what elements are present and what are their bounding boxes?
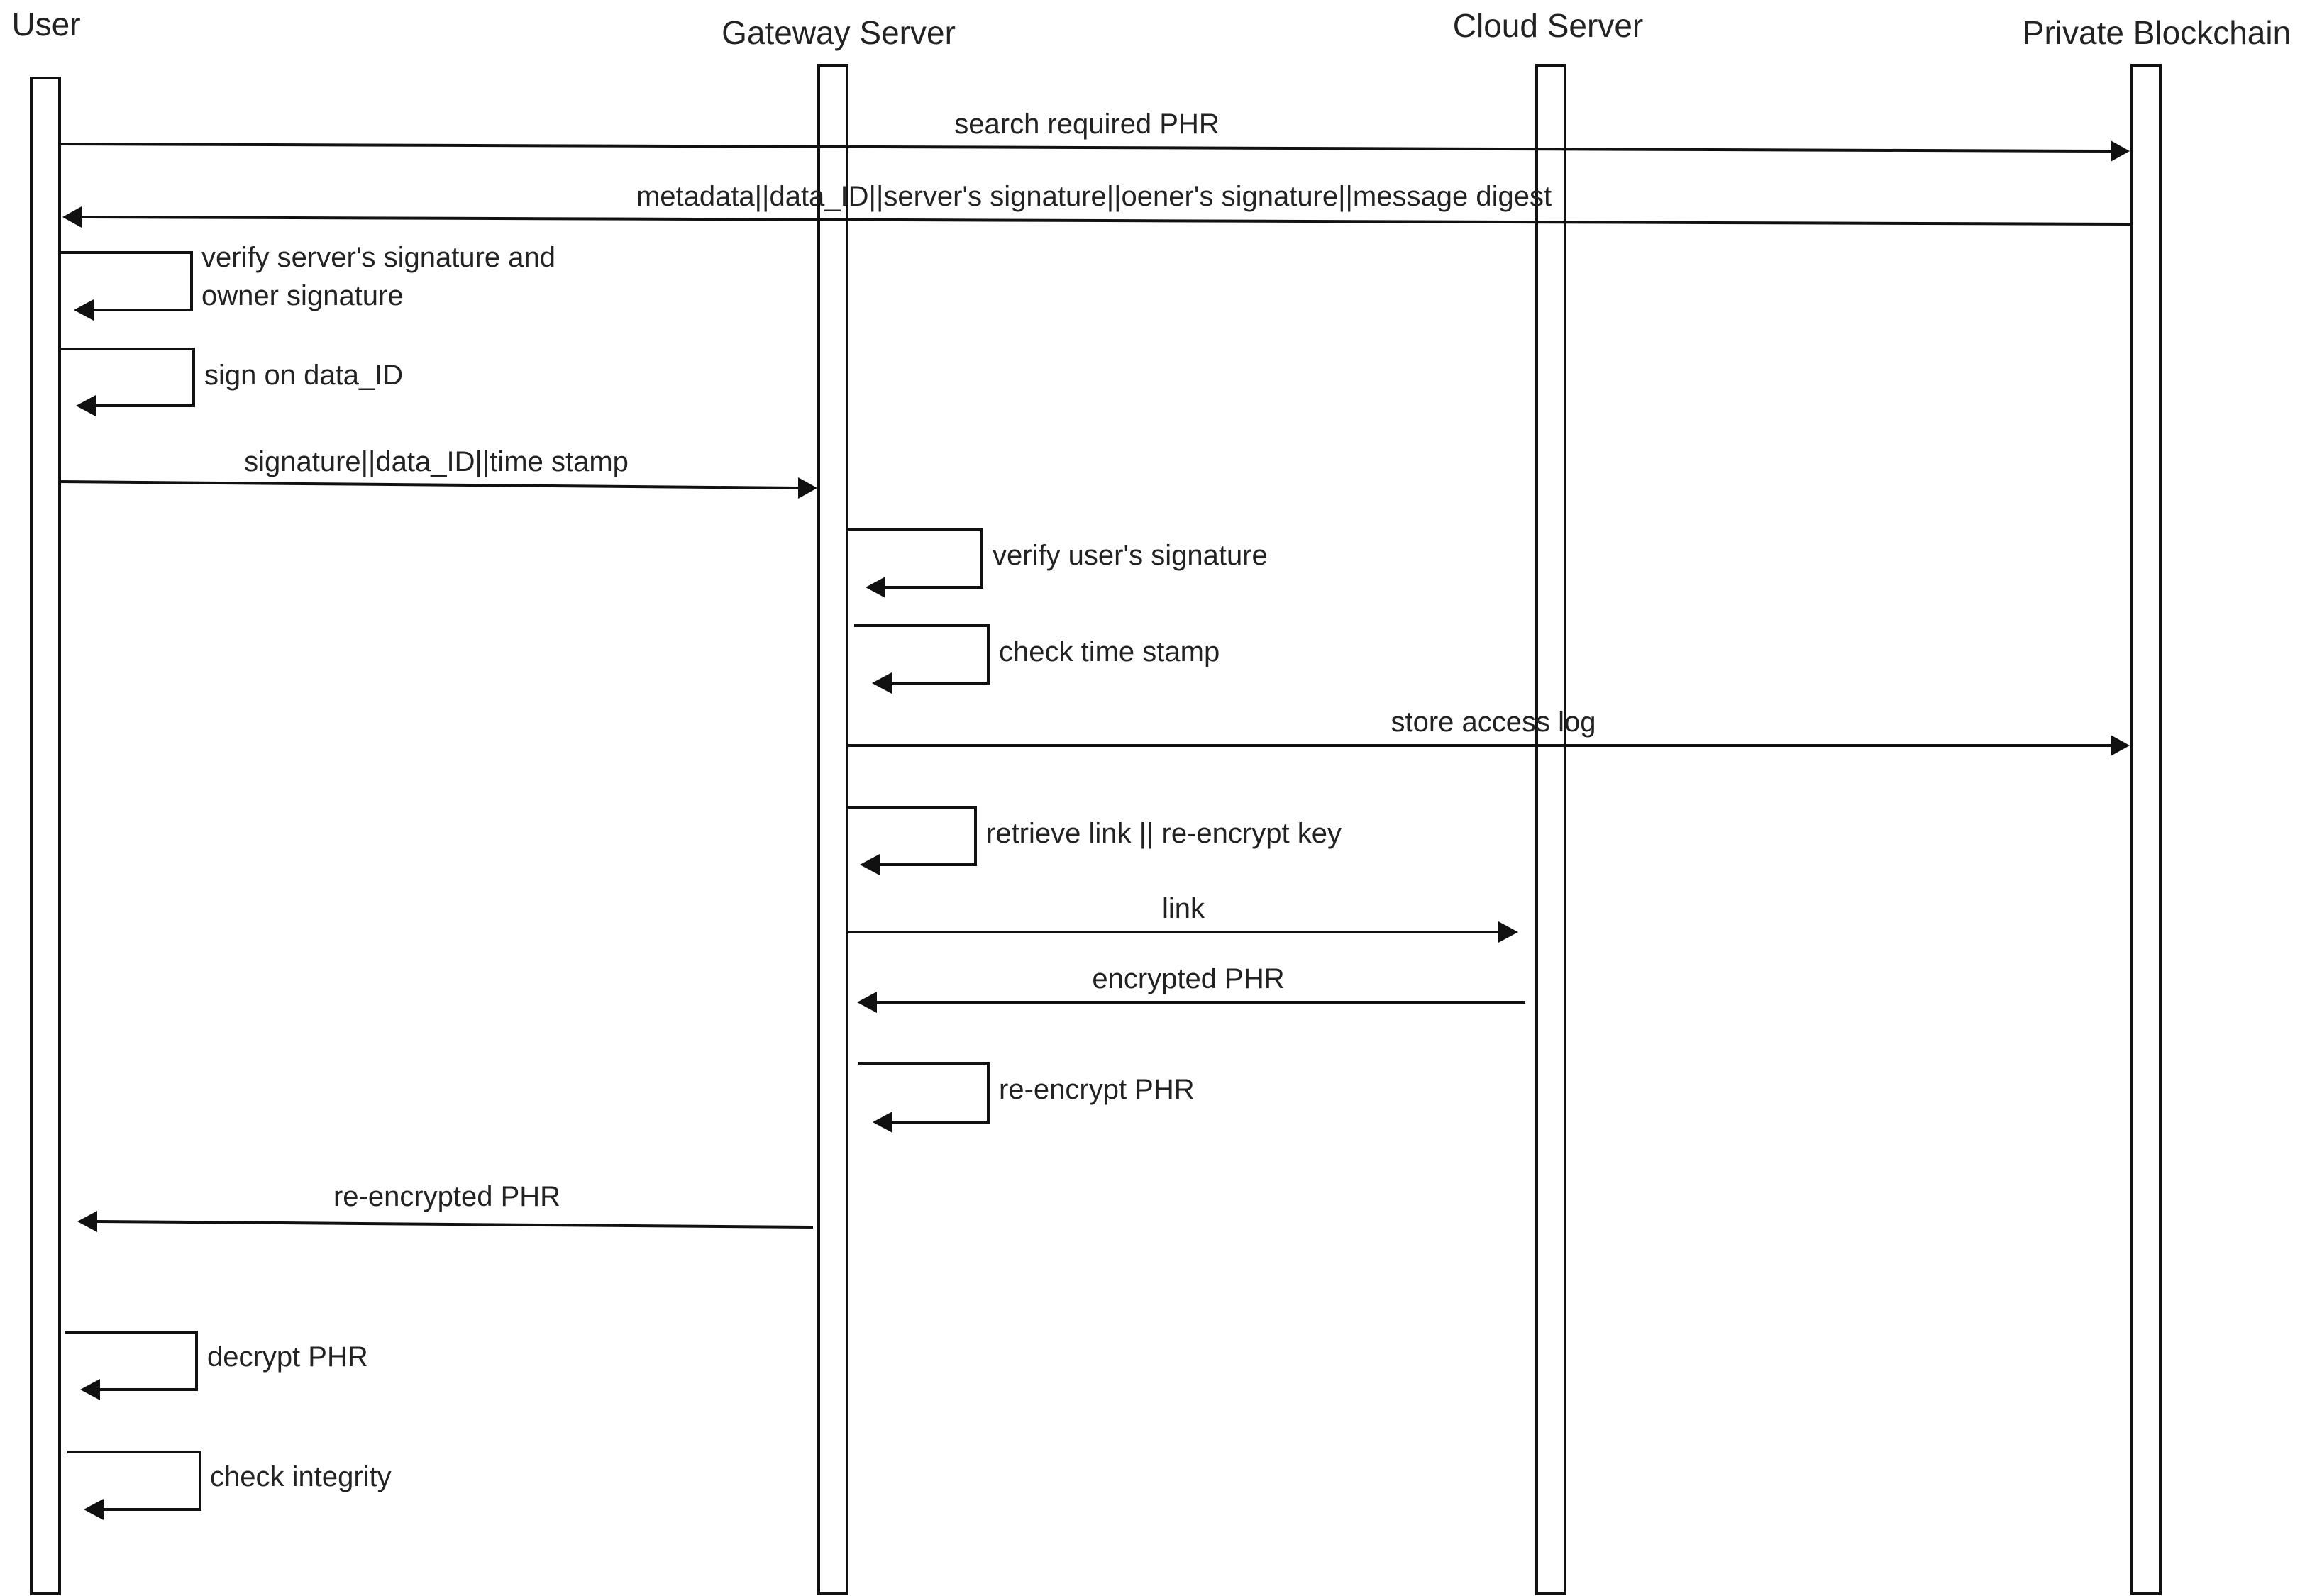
arrowhead-verify-user-signature <box>866 577 885 598</box>
arrowhead-search-required-phr <box>2111 140 2130 162</box>
label-re-encrypt-phr: re-encrypt PHR <box>999 1074 1195 1105</box>
label-verify-signatures-line1: verify server's signature and <box>201 242 555 273</box>
participant-gateway-label: Gateway Server <box>722 14 956 51</box>
label-check-integrity: check integrity <box>210 1461 392 1492</box>
arrowhead-check-integrity <box>84 1499 104 1520</box>
participant-user-label: User <box>11 6 80 43</box>
lifeline-gateway <box>817 64 848 1595</box>
arrow-check-integrity <box>67 1451 201 1511</box>
arrowhead-signature-timestamp <box>798 477 817 499</box>
label-link: link <box>1162 893 1205 924</box>
arrowhead-decrypt-phr <box>80 1379 100 1400</box>
arrowhead-metadata-response <box>62 206 82 228</box>
arrow-retrieve-link <box>847 806 977 866</box>
label-sign-data-id: sign on data_ID <box>204 360 403 391</box>
lifeline-user <box>30 77 61 1595</box>
label-encrypted-phr: encrypted PHR <box>1092 963 1284 994</box>
label-verify-user-signature: verify user's signature <box>993 540 1268 571</box>
arrow-signature-timestamp <box>59 480 799 489</box>
label-search-required-phr: search required PHR <box>954 109 1220 140</box>
arrow-re-encrypt-phr <box>858 1062 990 1124</box>
arrowhead-encrypted-phr <box>857 992 877 1013</box>
participant-cloud-label: Cloud Server <box>1453 7 1643 44</box>
label-store-access-log: store access log <box>1391 706 1596 738</box>
arrowhead-re-encrypt-phr <box>873 1112 892 1133</box>
lifeline-cloud <box>1535 64 1566 1595</box>
arrow-verify-user-signature <box>847 528 983 589</box>
arrow-verify-signatures <box>60 251 193 311</box>
arrow-sign-data-id <box>60 348 195 407</box>
arrow-metadata-response <box>81 216 2130 226</box>
label-decrypt-phr: decrypt PHR <box>207 1341 368 1373</box>
arrow-check-time-stamp <box>854 624 990 685</box>
arrow-re-encrypted-phr <box>96 1220 814 1229</box>
arrowhead-sign-data-id <box>76 395 96 416</box>
arrowhead-re-encrypted-phr <box>77 1211 97 1232</box>
arrowhead-store-access-log <box>2111 735 2130 756</box>
label-re-encrypted-phr: re-encrypted PHR <box>333 1181 560 1212</box>
lifeline-blockchain <box>2130 64 2162 1595</box>
label-retrieve-link: retrieve link || re-encrypt key <box>986 818 1342 849</box>
arrowhead-link <box>1498 921 1518 943</box>
label-check-time-stamp: check time stamp <box>999 636 1220 667</box>
label-verify-signatures-line2: owner signature <box>201 280 404 311</box>
arrowhead-verify-signatures <box>74 299 94 321</box>
arrow-decrypt-phr <box>65 1331 198 1391</box>
label-metadata-response: metadata||data_ID||server's signature||o… <box>636 181 1552 212</box>
arrowhead-check-time-stamp <box>872 672 892 694</box>
arrowhead-retrieve-link <box>860 854 880 875</box>
arrow-search-required-phr <box>59 143 2111 153</box>
participant-blockchain-label: Private Blockchain <box>2023 14 2291 51</box>
label-signature-timestamp: signature||data_ID||time stamp <box>244 446 629 477</box>
